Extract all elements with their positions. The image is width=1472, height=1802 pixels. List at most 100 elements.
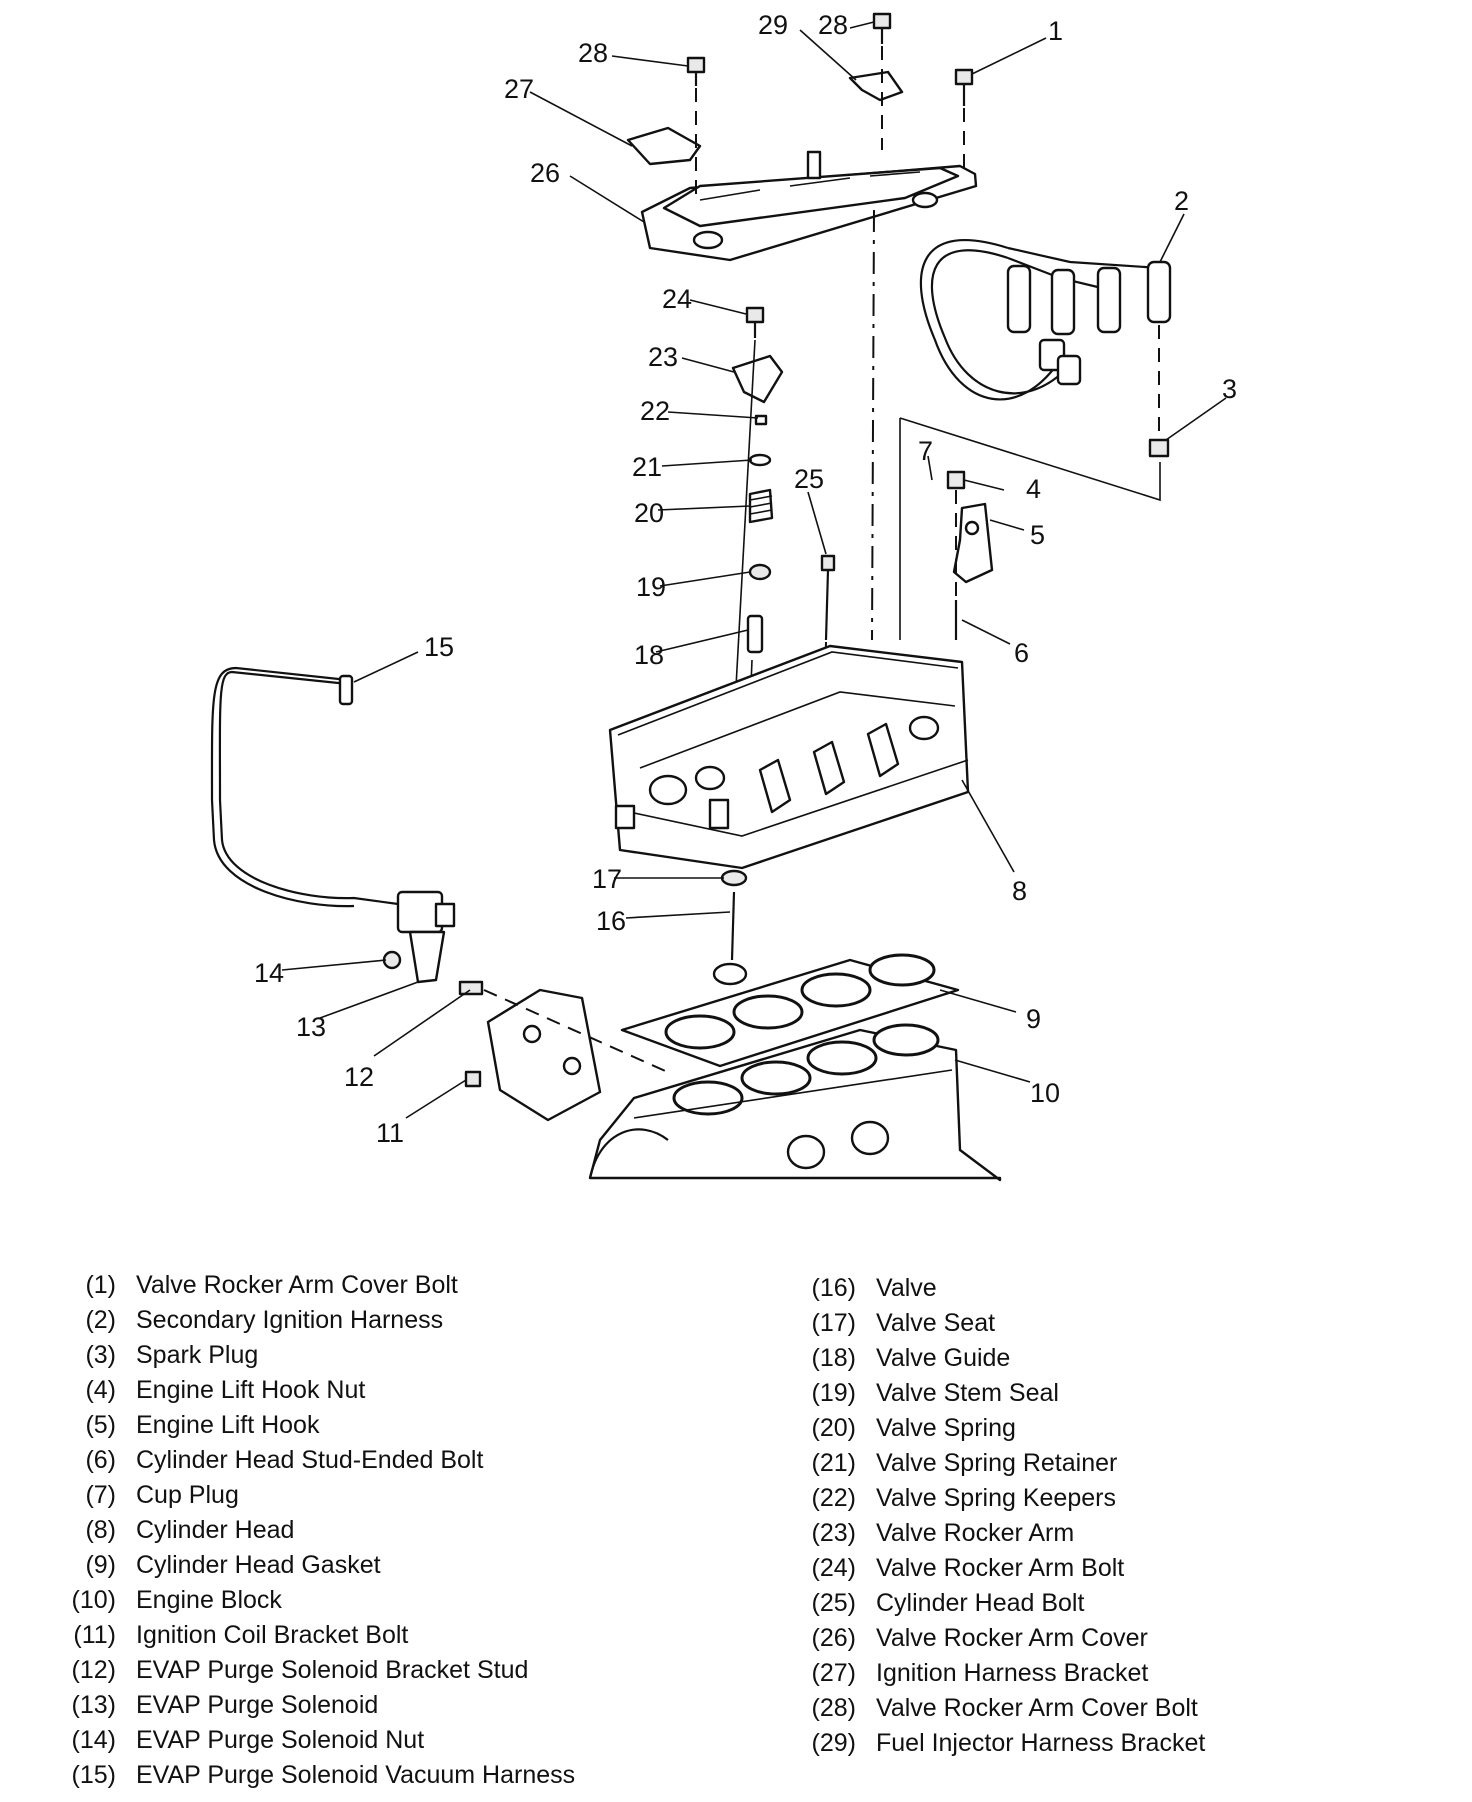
legend-item: (21) Valve Spring Retainer — [790, 1446, 1205, 1481]
legend-item: (7) Cup Plug — [50, 1478, 575, 1513]
legend-item: (24) Valve Rocker Arm Bolt — [790, 1551, 1205, 1586]
legend-item: (10)Engine Block — [50, 1583, 575, 1618]
cover-bolts — [686, 12, 974, 106]
ignition-coil-bracket-bolt — [464, 1070, 482, 1088]
evap-purge-solenoid-vacuum-harness — [218, 670, 399, 906]
legend-item-name: Spark Plug — [136, 1341, 259, 1369]
legend-item-name: EVAP Purge Solenoid Nut — [136, 1726, 425, 1754]
legend-item: (19) Valve Stem Seal — [790, 1376, 1205, 1411]
legend-item-name: Valve Rocker Arm Cover Bolt — [136, 1271, 458, 1299]
spark-plug — [1148, 438, 1170, 458]
legend-item-number: (14) — [71, 1726, 116, 1754]
legend-item-number: (13) — [71, 1691, 116, 1719]
legend-item-name: Valve — [876, 1274, 937, 1302]
callout-20: 20 — [634, 498, 664, 528]
callout-11: 11 — [376, 1118, 404, 1148]
legend-item-name: Ignition Harness Bracket — [876, 1659, 1149, 1687]
valve-seat — [720, 869, 748, 887]
legend-item: (5)Engine Lift Hook — [50, 1408, 575, 1443]
legend-item-number: (29) — [811, 1729, 856, 1757]
legend-item-name: Cylinder Head Gasket — [136, 1551, 381, 1579]
callouts: 1 2 3 4 5 6 7 8 9 10 11 12 13 14 15 16 1… — [254, 10, 1237, 1148]
legend-item: (23)Valve Rocker Arm — [790, 1516, 1205, 1551]
legend-item-number: (1) — [85, 1271, 116, 1299]
legend-item-name: Valve Stem Seal — [876, 1379, 1059, 1407]
legend-item-number: (16) — [811, 1274, 856, 1302]
legend-item-number: (20) — [811, 1414, 856, 1442]
callout-14: 14 — [254, 958, 284, 988]
legend-item: (1) Valve Rocker Arm Cover Bolt — [50, 1268, 575, 1303]
legend-item-name: Valve Rocker Arm Bolt — [876, 1554, 1125, 1582]
legend-item: (22)Valve Spring Keepers — [790, 1481, 1205, 1516]
legend-item-number: (8) — [85, 1516, 116, 1544]
callout-7: 7 — [918, 436, 933, 466]
evap-purge-solenoid-nut — [382, 950, 402, 970]
legend-item-number: (27) — [811, 1659, 856, 1687]
legend-item-number: (24) — [811, 1554, 856, 1582]
legend-item-name: Valve Seat — [876, 1309, 996, 1337]
legend-item-number: (21) — [811, 1449, 856, 1477]
legend-item-number: (7) — [85, 1481, 116, 1509]
legend-item-name: Valve Spring Retainer — [876, 1449, 1118, 1477]
engine-block — [588, 1023, 1002, 1182]
callout-5: 5 — [1030, 520, 1045, 550]
callout-26: 26 — [530, 158, 560, 188]
legend-item: (29)Fuel Injector Harness Bracket — [790, 1726, 1206, 1761]
parts-legend-right: (16)Valve(17)Valve Seat(18)Valve Guide(1… — [790, 1271, 1206, 1761]
callout-4: 4 — [1026, 474, 1041, 504]
callout-15: 15 — [424, 632, 454, 662]
legend-item-number: (22) — [811, 1484, 856, 1512]
legend-item-number: (3) — [85, 1341, 116, 1369]
legend-item: (27) Ignition Harness Bracket — [790, 1656, 1205, 1691]
legend-item-name: Secondary Ignition Harness — [136, 1306, 444, 1334]
callout-27: 27 — [504, 74, 534, 104]
legend-item: (16) Valve — [790, 1271, 1205, 1306]
legend-item-number: (15) — [71, 1761, 116, 1789]
callout-19: 19 — [636, 572, 666, 602]
ignition-harness-bracket — [626, 126, 702, 166]
evap-purge-solenoid — [396, 890, 456, 984]
legend-item-number: (12) — [71, 1656, 116, 1684]
parts-legend-left: (1)Valve Rocker Arm Cover Bolt(2)Seconda… — [50, 1268, 576, 1793]
callout-1: 1 — [1048, 16, 1063, 46]
legend-item-name: EVAP Purge Solenoid Vacuum Harness — [136, 1761, 576, 1789]
legend-item: (9) Cylinder Head Gasket — [50, 1548, 575, 1583]
legend-item-name: Cylinder Head Bolt — [876, 1589, 1085, 1617]
legend-item: (18)Valve Guide — [790, 1341, 1205, 1376]
secondary-ignition-harness — [919, 238, 1172, 401]
legend-item-name: Engine Lift Hook — [136, 1411, 320, 1439]
callout-10: 10 — [1030, 1078, 1060, 1108]
valve-rocker-arm-cover — [640, 150, 978, 262]
legend-item-name: Engine Lift Hook Nut — [136, 1376, 366, 1404]
legend-item-name: Valve Rocker Arm Cover Bolt — [876, 1694, 1198, 1722]
legend-item: (12)EVAP Purge Solenoid Bracket Stud — [50, 1653, 575, 1688]
callout-3: 3 — [1222, 374, 1237, 404]
engine-lift-hook — [952, 502, 994, 584]
fuel-injector-harness-bracket — [848, 70, 904, 102]
legend-item: (8) Cylinder Head — [50, 1513, 575, 1548]
legend-item: (26)Valve Rocker Arm Cover — [790, 1621, 1205, 1656]
legend-item: (28)Valve Rocker Arm Cover Bolt — [790, 1691, 1205, 1726]
legend-item-name: Valve Rocker Arm Cover — [876, 1624, 1148, 1652]
legend-item-number: (6) — [85, 1446, 116, 1474]
callout-21: 21 — [632, 452, 662, 482]
legend-item-number: (9) — [85, 1551, 116, 1579]
exploded-engine-diagram: 1 2 3 4 5 6 7 8 9 10 11 12 13 14 15 16 1… — [210, 10, 1237, 1182]
callout-25: 25 — [794, 464, 824, 494]
callout-23: 23 — [648, 342, 678, 372]
legend-item-name: Cup Plug — [136, 1481, 239, 1509]
callout-29: 29 — [758, 10, 788, 40]
callout-16: 16 — [596, 906, 626, 936]
legend-item-number: (23) — [811, 1519, 856, 1547]
legend-item-number: (4) — [85, 1376, 116, 1404]
legend-item-name: Cylinder Head Stud-Ended Bolt — [136, 1446, 484, 1474]
legend-item-number: (25) — [811, 1589, 856, 1617]
legend-item-name: Cylinder Head — [136, 1516, 295, 1544]
legend-item: (17) Valve Seat — [790, 1306, 1205, 1341]
legend-item-number: (19) — [811, 1379, 856, 1407]
legend-item: (3) Spark Plug — [50, 1338, 575, 1373]
legend-item-name: EVAP Purge Solenoid — [136, 1691, 379, 1719]
legend-item: (4) Engine Lift Hook Nut — [50, 1373, 575, 1408]
callout-6: 6 — [1014, 638, 1029, 668]
legend-item-number: (17) — [811, 1309, 856, 1337]
